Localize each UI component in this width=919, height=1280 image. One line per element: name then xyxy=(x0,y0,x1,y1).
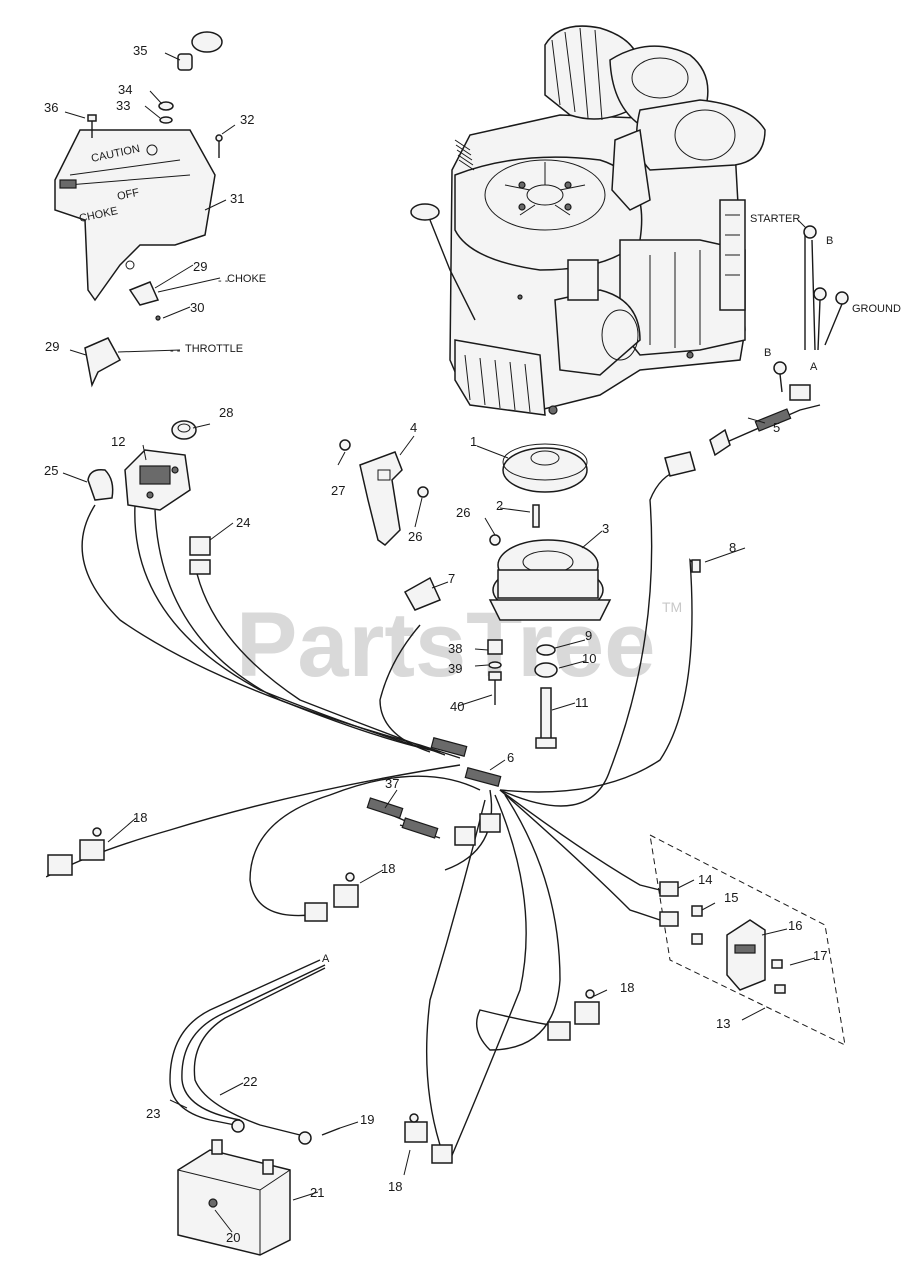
bolt-11 xyxy=(535,687,557,749)
callout-21: 21 xyxy=(310,1185,324,1200)
bolt-19 xyxy=(321,1127,341,1136)
callout-22: 22 xyxy=(243,1074,257,1089)
nut-26b xyxy=(489,534,501,546)
callout-12: 12 xyxy=(111,434,125,449)
engine[interactable] xyxy=(410,25,766,416)
callout-24: 24 xyxy=(236,515,250,530)
callout-30: 30 xyxy=(190,300,204,315)
starter-cable xyxy=(803,225,849,351)
switch-18b[interactable] xyxy=(304,872,359,922)
callout-5: 5 xyxy=(773,420,780,435)
key-switch[interactable] xyxy=(177,31,223,71)
switch-25[interactable] xyxy=(87,468,114,501)
callout-39: 39 xyxy=(448,661,462,676)
callout-36: 36 xyxy=(44,100,58,115)
spacer-38-39 xyxy=(487,639,503,669)
callout-34: 34 xyxy=(118,82,132,97)
screw-36 xyxy=(87,114,97,138)
cable-5 xyxy=(664,361,821,477)
bolt-40 xyxy=(488,671,502,705)
callout-18a: 18 xyxy=(133,810,147,825)
starter-leader xyxy=(797,219,807,229)
cap-20 xyxy=(208,1198,218,1208)
callout-11: 11 xyxy=(575,695,589,710)
washer-9-10 xyxy=(534,644,558,678)
label-throttle: THROTTLE xyxy=(185,343,243,355)
connector-7[interactable] xyxy=(403,576,442,611)
callout-27: 27 xyxy=(331,483,345,498)
pulley-1[interactable] xyxy=(502,443,588,493)
callout-leaders xyxy=(62,52,816,1233)
connector-24[interactable] xyxy=(189,536,211,575)
label-b-top: B xyxy=(826,235,833,247)
callout-29a: 29 xyxy=(193,259,207,274)
callout-1: 1 xyxy=(470,434,477,449)
callout-31: 31 xyxy=(230,191,244,206)
switch-18c[interactable] xyxy=(547,989,600,1041)
callout-26a: 26 xyxy=(408,529,422,544)
callout-13: 13 xyxy=(716,1016,730,1031)
label-a-mid: A xyxy=(810,361,818,373)
screw-32 xyxy=(215,134,223,158)
throttle-dash: - - xyxy=(170,345,181,357)
label-ground: GROUND xyxy=(852,303,901,315)
callout-29b: 29 xyxy=(45,339,59,354)
switch-18a[interactable] xyxy=(47,827,105,876)
callout-38: 38 xyxy=(448,641,462,656)
battery-21[interactable] xyxy=(177,1139,291,1256)
callout-15: 15 xyxy=(724,890,738,905)
bolt-27 xyxy=(339,439,351,451)
battery-cables xyxy=(169,959,326,1145)
label-choke: CHOKE xyxy=(227,273,266,285)
harness-37 xyxy=(366,797,441,839)
callout-37: 37 xyxy=(385,776,399,791)
callout-4: 4 xyxy=(410,420,417,435)
callout-8: 8 xyxy=(729,540,736,555)
callout-14: 14 xyxy=(698,872,712,887)
throttle-control[interactable] xyxy=(84,337,181,388)
washer-33-34 xyxy=(158,101,174,124)
callout-16: 16 xyxy=(788,918,802,933)
socket-28[interactable] xyxy=(171,420,197,440)
panel-text-2: OFF xyxy=(116,187,140,203)
callout-2: 2 xyxy=(496,498,503,513)
label-b-left: B xyxy=(764,347,771,359)
callout-18d: 18 xyxy=(388,1179,402,1194)
ignition-switch-12[interactable] xyxy=(124,449,191,511)
callout-6: 6 xyxy=(507,750,514,765)
callout-17: 17 xyxy=(813,948,827,963)
plugs-37[interactable] xyxy=(454,813,501,846)
callout-26b: 26 xyxy=(456,505,470,520)
pto-clutch-3[interactable] xyxy=(488,539,612,621)
callout-18c: 18 xyxy=(620,980,634,995)
callout-35: 35 xyxy=(133,43,147,58)
choke-dash: - - xyxy=(218,275,229,287)
callout-23: 23 xyxy=(146,1106,160,1121)
label-a-battery: A xyxy=(322,953,330,965)
connector-8[interactable] xyxy=(691,559,701,573)
control-panel[interactable]: CAUTION OFF CHOKE xyxy=(54,129,216,302)
callout-20: 20 xyxy=(226,1230,240,1245)
callout-3: 3 xyxy=(602,521,609,536)
switch-18d[interactable] xyxy=(404,1113,453,1164)
callout-10: 10 xyxy=(582,651,596,666)
choke-control[interactable] xyxy=(128,277,221,321)
callout-25: 25 xyxy=(44,463,58,478)
callout-28: 28 xyxy=(219,405,233,420)
callout-33: 33 xyxy=(116,98,130,113)
callout-19: 19 xyxy=(360,1112,374,1127)
fuse-box-13[interactable] xyxy=(649,834,846,1046)
callout-9: 9 xyxy=(585,628,592,643)
key-2 xyxy=(532,504,540,528)
bracket-4[interactable] xyxy=(359,451,403,546)
watermark-trademark: TM xyxy=(662,599,682,615)
label-starter: STARTER xyxy=(750,213,800,225)
callout-40: 40 xyxy=(450,699,464,714)
callout-18b: 18 xyxy=(381,861,395,876)
callout-32: 32 xyxy=(240,112,254,127)
callout-7: 7 xyxy=(448,571,455,586)
nut-26a xyxy=(417,486,429,498)
